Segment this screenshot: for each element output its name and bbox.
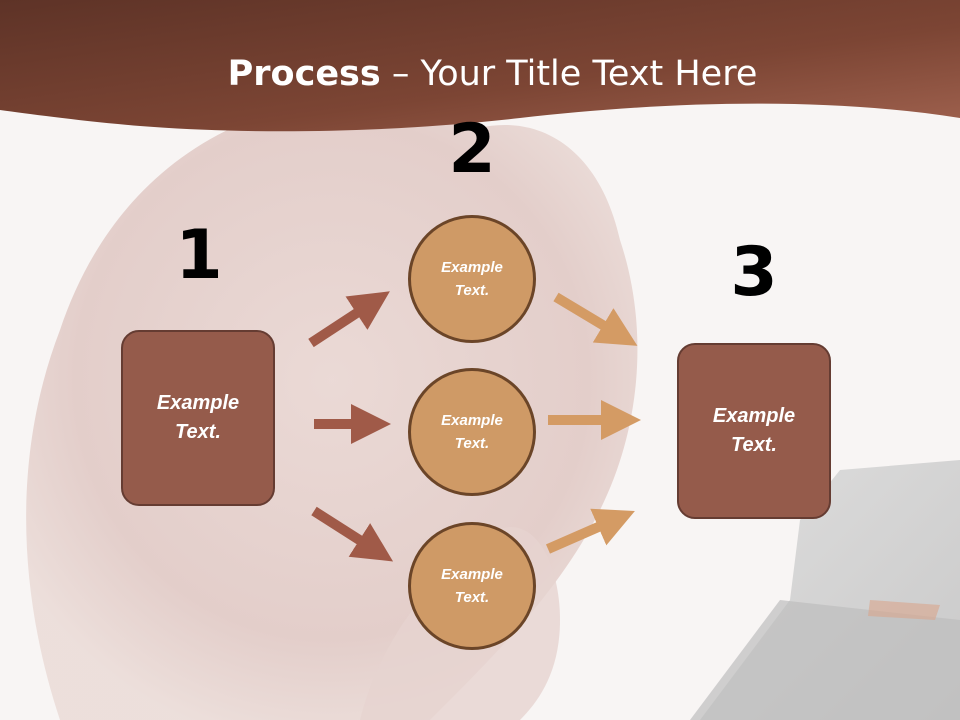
step-1-box-line1: Example <box>156 392 240 414</box>
step-2-circle-top: Example Text. <box>408 215 536 343</box>
step-number-1: 1 <box>175 216 223 295</box>
step-2-circle-middle: Example Text. <box>408 368 536 496</box>
circle-bottom-line2: Text. <box>454 589 490 606</box>
circle-middle-line1: Example <box>441 412 503 429</box>
circle-middle-line2: Text. <box>454 435 490 452</box>
title-bold: Process <box>227 54 381 94</box>
step-1-box: Example Text. <box>121 330 275 506</box>
step-1-box-line2: Text. <box>175 421 221 443</box>
title-rest: – Your Title Text Here <box>380 54 758 94</box>
step-number-3: 3 <box>730 233 778 312</box>
arrow-up-right-icon <box>308 291 390 348</box>
circle-bottom-line1: Example <box>441 566 503 583</box>
arrow-up-right-icon <box>545 508 635 554</box>
arrow-down-right-icon <box>311 506 394 562</box>
circle-top-line2: Text. <box>454 282 490 299</box>
step-3-box-line1: Example <box>712 405 796 427</box>
page-title: Process – Your Title Text Here <box>0 52 960 96</box>
step-2-circle-bottom: Example Text. <box>408 522 536 650</box>
arrow-down-right-icon <box>553 292 638 346</box>
circle-top-line1: Example <box>441 259 503 276</box>
step-number-2: 2 <box>448 110 496 189</box>
step-3-box: Example Text. <box>677 343 831 519</box>
step-3-box-line2: Text. <box>731 434 777 456</box>
header-band <box>0 0 960 132</box>
